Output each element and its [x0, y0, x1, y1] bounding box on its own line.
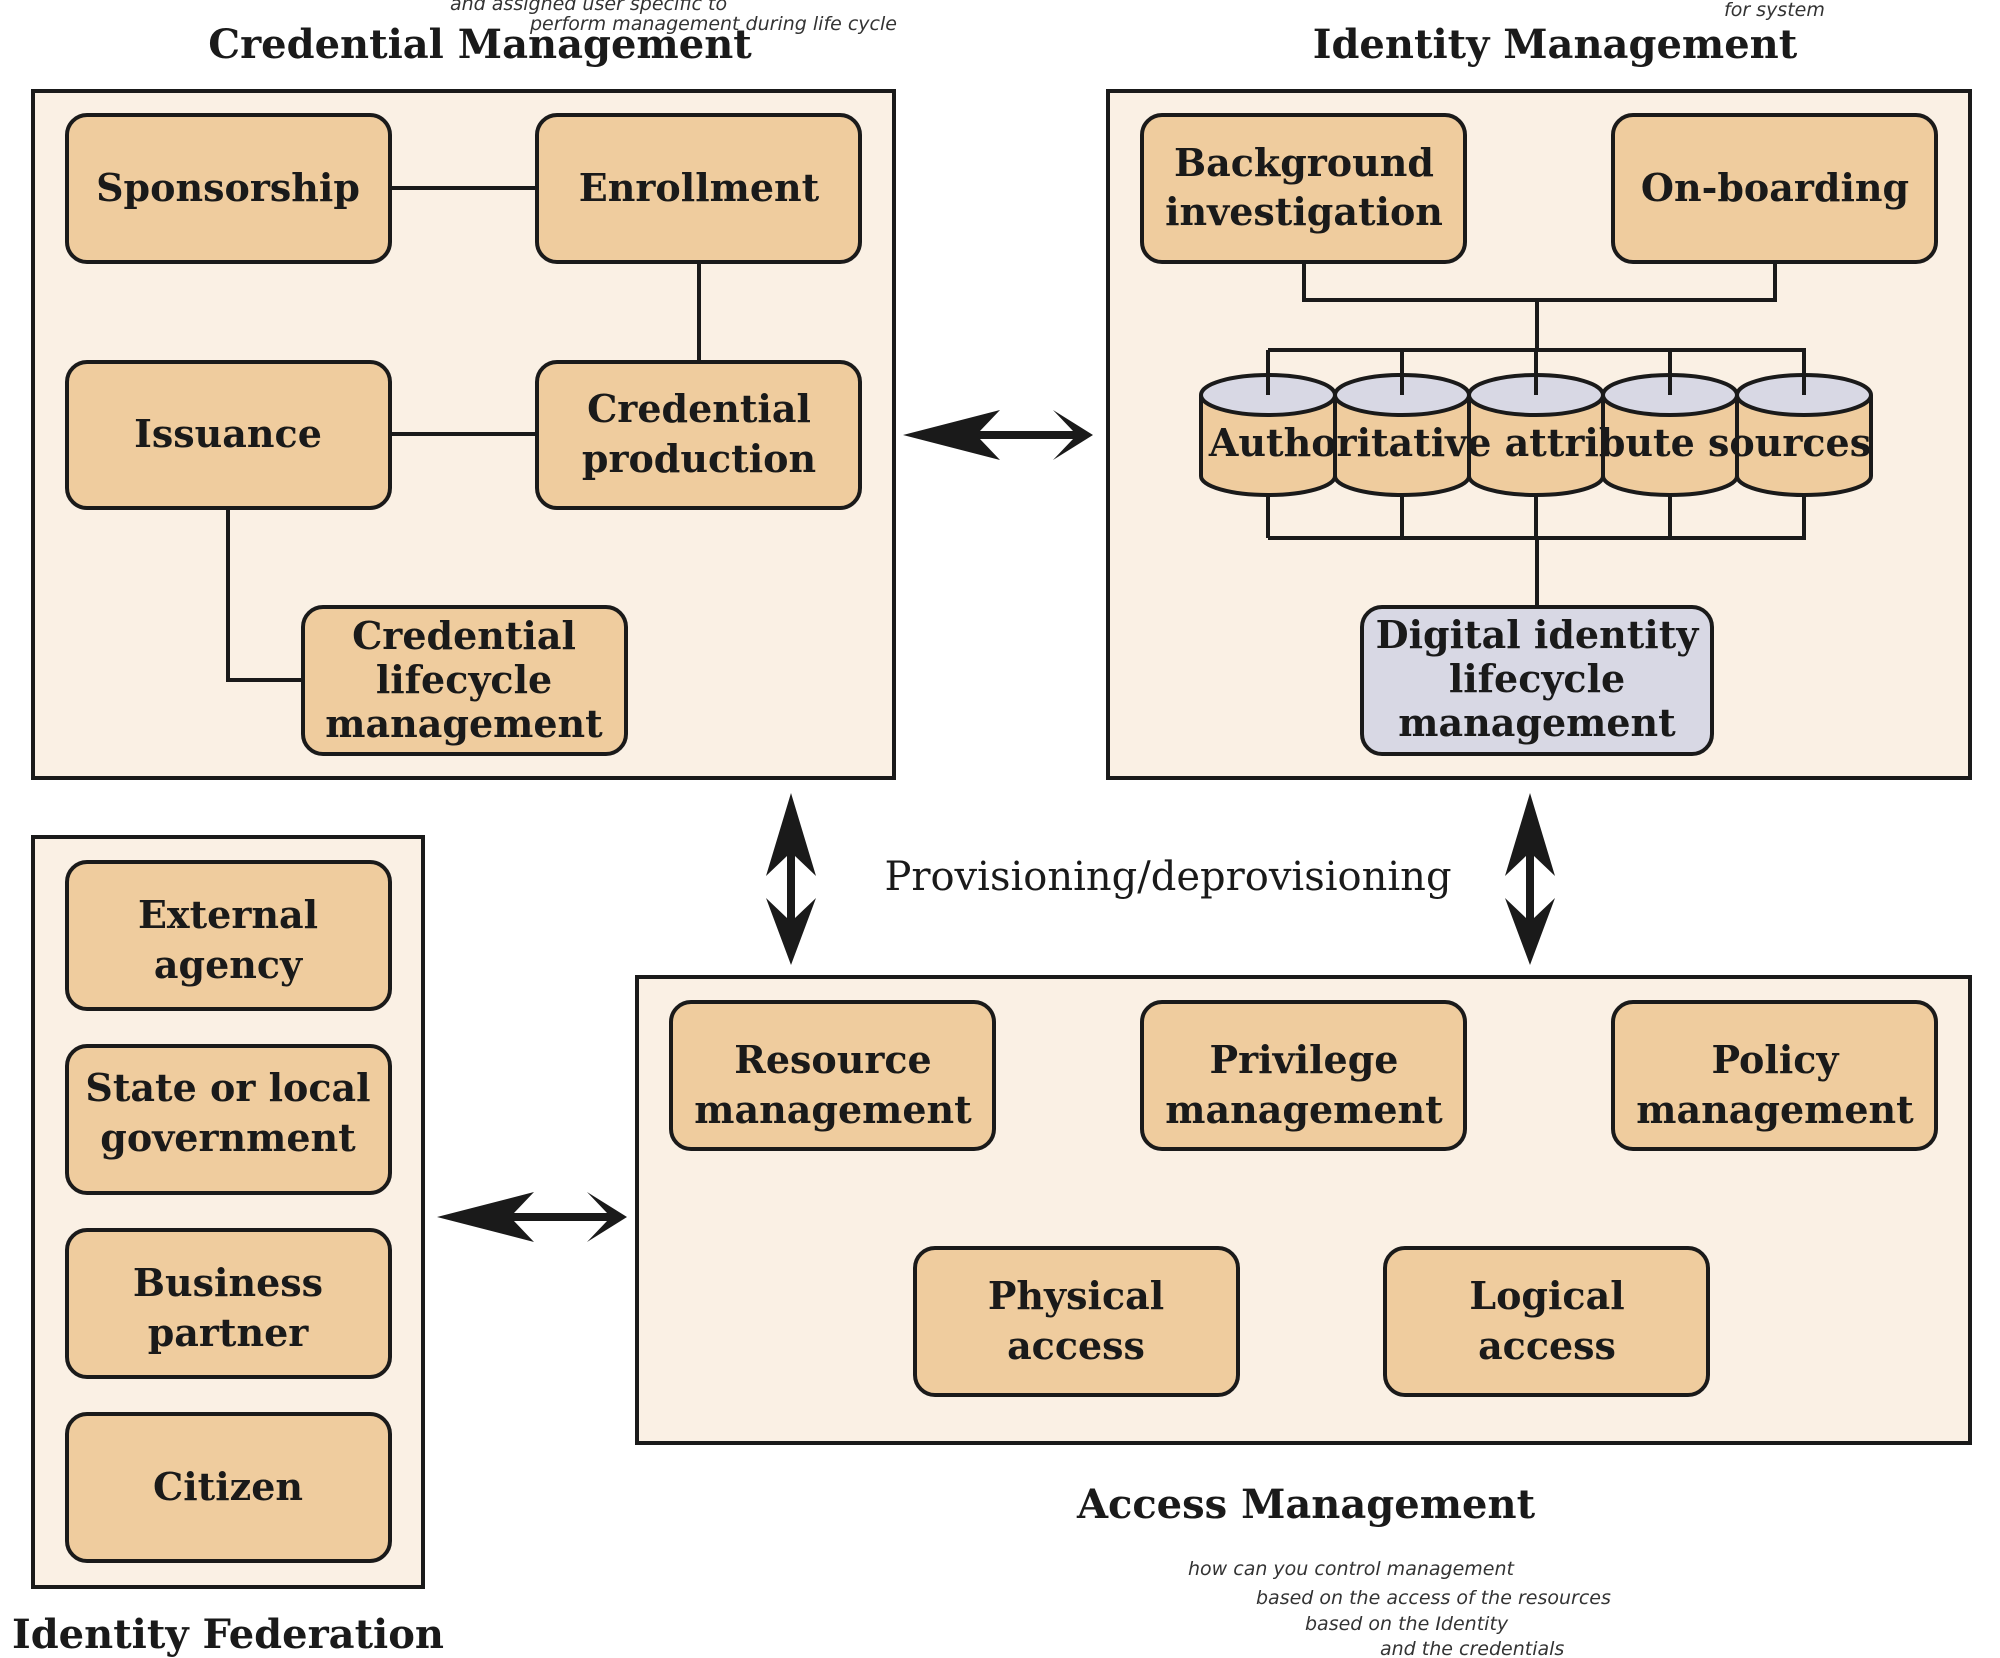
label-physical-2: access — [1007, 1323, 1145, 1368]
label-state-1: State or local — [85, 1065, 370, 1110]
title-identity-federation: Identity Federation — [12, 1611, 444, 1658]
label-authoritative-sources: Authoritative attribute sources — [1208, 420, 1871, 465]
box-physical-access: Physical access — [913, 1246, 1240, 1397]
label-citizen: Citizen — [153, 1464, 303, 1509]
database-cylinder-4 — [1601, 350, 1739, 538]
authoritative-attribute-sources: Authoritative attribute sources — [1199, 350, 1873, 538]
box-background-investigation: Background investigation — [1140, 113, 1467, 264]
title-identity-management: Identity Management — [1313, 21, 1798, 68]
label-credential-production-2: production — [582, 436, 816, 481]
note-top-left-1: and assigned user specific to — [450, 0, 727, 15]
label-digital-identity-2: lifecycle — [1449, 656, 1625, 701]
database-cylinder-1 — [1199, 350, 1337, 538]
label-digital-identity-1: Digital identity — [1376, 612, 1700, 657]
label-issuance: Issuance — [134, 411, 322, 456]
label-logical-1: Logical — [1469, 1273, 1624, 1318]
label-resource-2: management — [694, 1087, 972, 1132]
box-privilege-management: Privilege management — [1140, 1000, 1467, 1151]
label-background-2: investigation — [1165, 189, 1443, 234]
box-policy-management: Policy management — [1611, 1000, 1938, 1151]
label-external-2: agency — [154, 942, 303, 987]
box-logical-access: Logical access — [1383, 1246, 1710, 1397]
box-external-agency: External agency — [65, 860, 392, 1011]
database-cylinder-3 — [1467, 350, 1605, 538]
box-issuance: Issuance — [65, 360, 392, 510]
label-provisioning: Provisioning/deprovisioning — [884, 854, 1451, 900]
label-sponsorship: Sponsorship — [96, 165, 360, 210]
label-resource-1: Resource — [734, 1037, 931, 1082]
double-arrow-credential-access — [766, 793, 816, 965]
note-access-4: and the credentials — [1380, 1638, 1564, 1658]
box-citizen: Citizen — [65, 1412, 392, 1563]
box-sponsorship: Sponsorship — [65, 113, 392, 264]
label-credential-lifecycle-1: Credential — [352, 613, 576, 658]
database-cylinder-5 — [1735, 350, 1873, 538]
label-enrollment: Enrollment — [579, 165, 820, 210]
label-policy-2: management — [1636, 1087, 1914, 1132]
label-credential-production-1: Credential — [587, 386, 811, 431]
box-credential-lifecycle: Credential lifecycle management — [301, 605, 628, 756]
connector-background-bus — [1302, 262, 1777, 302]
note-access-1: how can you control management — [1188, 1558, 1516, 1580]
label-policy-1: Policy — [1712, 1037, 1840, 1082]
title-credential-management: Credential Management — [208, 21, 752, 68]
note-access-3: based on the Identity — [1305, 1613, 1509, 1635]
box-resource-management: Resource management — [669, 1000, 996, 1151]
label-state-2: government — [100, 1115, 356, 1160]
label-digital-identity-3: management — [1398, 700, 1676, 745]
box-state-local-government: State or local government — [65, 1044, 392, 1195]
label-physical-1: Physical — [988, 1273, 1164, 1318]
label-onboarding: On-boarding — [1641, 165, 1909, 210]
double-arrow-identity-access — [1505, 793, 1555, 965]
label-privilege-2: management — [1165, 1087, 1443, 1132]
label-credential-lifecycle-2: lifecycle — [376, 657, 552, 702]
double-arrow-credential-identity — [903, 410, 1093, 460]
box-business-partner: Business partner — [65, 1228, 392, 1379]
note-top-right: for system — [1724, 0, 1825, 21]
label-background-1: Background — [1174, 140, 1434, 185]
database-cylinder-2 — [1333, 350, 1471, 538]
label-logical-2: access — [1478, 1323, 1616, 1368]
title-access-management: Access Management — [1076, 1481, 1536, 1528]
label-business-2: partner — [148, 1310, 310, 1355]
label-credential-lifecycle-3: management — [325, 701, 603, 746]
box-enrollment: Enrollment — [535, 113, 862, 264]
note-access-2: based on the access of the resources — [1256, 1587, 1611, 1609]
box-credential-production: Credential production — [535, 360, 862, 510]
label-business-1: Business — [133, 1260, 323, 1305]
note-top-left-2: perform management during life cycle — [529, 13, 897, 35]
label-external-1: External — [138, 892, 318, 937]
label-privilege-1: Privilege — [1210, 1037, 1399, 1082]
double-arrow-federation-access — [437, 1192, 627, 1242]
connector-issuance-lifecycle — [226, 508, 303, 682]
box-digital-identity-lifecycle: Digital identity lifecycle management — [1360, 605, 1714, 756]
box-onboarding: On-boarding — [1611, 113, 1938, 264]
